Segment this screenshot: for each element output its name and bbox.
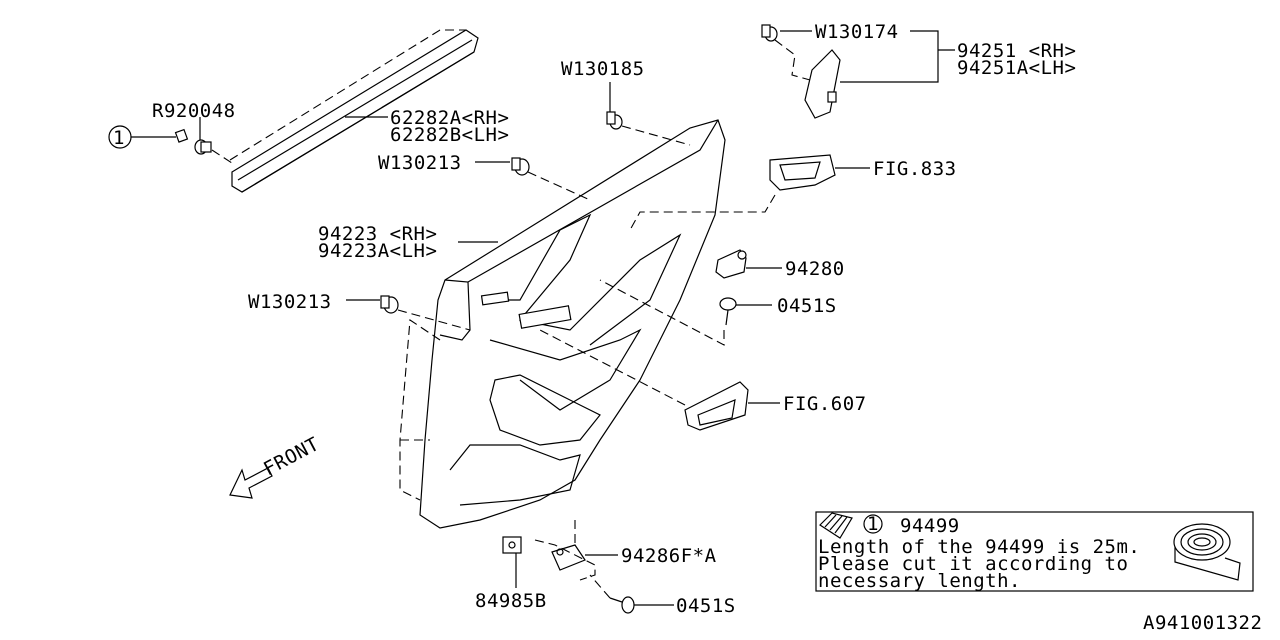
clip-r920048 (194, 117, 236, 166)
inner-handle-fig833 (629, 154, 870, 231)
front-label: FRONT (260, 433, 323, 480)
switch-panel-fig607 (539, 329, 780, 431)
label-fig607[interactable]: FIG.607 (783, 393, 867, 415)
label-0451s-top: 0451S (777, 295, 837, 317)
label-62282b-lh: 62282B<LH> (390, 124, 509, 146)
screw-0451s-top (599, 279, 772, 346)
note-line-2: Please cut it according to (818, 553, 1128, 575)
diagram-id: A941001322 (1143, 612, 1262, 634)
door-trim-panel-94223 (399, 119, 726, 529)
label-94286f-a: 94286F*A (621, 545, 717, 567)
callout-1-circle (108, 125, 132, 149)
label-fig833[interactable]: FIG.833 (873, 158, 957, 180)
clip-84985b (502, 536, 522, 588)
tape-strip-icon (819, 512, 853, 539)
note-callout: 1 (867, 513, 879, 535)
bracket-94286f (534, 520, 618, 581)
note-line-1: Length of the 94499 is 25m. (818, 536, 1140, 558)
clip-w130185 (606, 82, 691, 146)
note-part-number: 94499 (900, 515, 960, 537)
label-94251a-lh: 94251A<LH> (957, 57, 1076, 79)
callout-1-label: 1 (113, 127, 125, 149)
label-94280: 94280 (785, 258, 845, 280)
weatherstrip-62282 (229, 29, 479, 193)
clip-w130213-top (475, 157, 591, 201)
label-w130213-top: W130213 (378, 152, 462, 174)
note-line-3: necessary length. (818, 570, 1021, 592)
label-r920048: R920048 (152, 100, 236, 122)
label-w130213-left: W130213 (248, 291, 332, 313)
clip-w130213-left (346, 295, 471, 331)
screw-0451s-bottom (589, 574, 674, 614)
label-w130185: W130185 (561, 58, 645, 80)
label-94223-rh: 94223 <RH> (318, 223, 437, 245)
label-94223a-lh: 94223A<LH> (318, 240, 437, 262)
label-w130174: W130174 (815, 21, 899, 43)
tape-roll-icon (1173, 523, 1241, 581)
garnish-94251 (761, 24, 955, 119)
label-62282a-rh: 62282A<RH> (390, 107, 509, 129)
label-84985b: 84985B (475, 590, 547, 612)
note-box: 1 94499 Length of the 94499 is 25m. Plea… (815, 511, 1254, 592)
front-arrow-icon (229, 467, 273, 499)
tape-piece-icon (174, 128, 189, 143)
label-0451s-bottom: 0451S (676, 595, 736, 617)
cap-94280 (715, 249, 782, 279)
label-94251-rh: 94251 <RH> (957, 40, 1076, 62)
